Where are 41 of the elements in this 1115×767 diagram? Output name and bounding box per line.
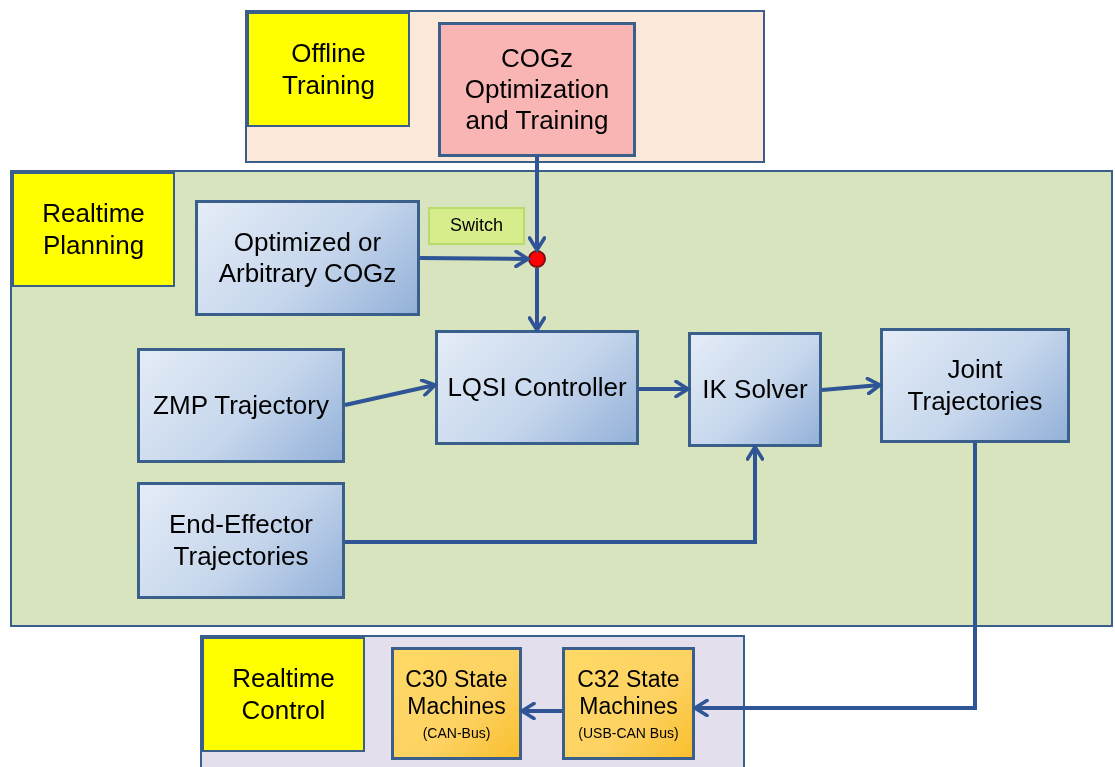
- node-label: IK Solver: [702, 373, 808, 406]
- node-label: Optimized or Arbitrary COGz: [217, 226, 398, 290]
- node-label: C32 State Machines: [576, 665, 681, 721]
- process-box: [562, 647, 695, 760]
- group-panel: [200, 635, 745, 767]
- node-label: ZMP Trajectory: [153, 389, 329, 422]
- node-label: Switch: [450, 215, 503, 237]
- arrow: [639, 379, 690, 399]
- process-box: [137, 482, 345, 599]
- arrow: [821, 376, 882, 396]
- node-sublabel: (USB-CAN Bus): [578, 724, 679, 742]
- group-panel: [245, 10, 765, 163]
- node-sublabel: (CAN-Bus): [422, 724, 491, 742]
- process-box: [137, 348, 345, 463]
- node-label: COGz Optimization and Training: [463, 42, 611, 137]
- heading-box: [202, 637, 365, 752]
- heading-box: [247, 12, 410, 127]
- process-box: [880, 328, 1070, 443]
- node-label: Realtime Control: [231, 663, 336, 726]
- process-box: [195, 200, 420, 316]
- node-label: Offline Training: [281, 38, 376, 101]
- arrow: [527, 157, 547, 252]
- node-label: Realtime Planning: [41, 198, 146, 261]
- node-label: End-Effector Trajectories: [167, 509, 314, 572]
- arrow: [520, 701, 562, 721]
- node-label: C30 State Machines: [404, 665, 509, 721]
- heading-box: [12, 172, 175, 287]
- process-box: [391, 647, 522, 760]
- arrow: [693, 443, 977, 718]
- junction-dot: [528, 250, 546, 268]
- node-label: Joint Trajectories: [906, 354, 1044, 417]
- process-box: [435, 330, 639, 445]
- arrow: [527, 268, 547, 332]
- group-panel: [10, 170, 1113, 627]
- node-label: LQSI Controller: [447, 371, 627, 404]
- switch-box: [428, 207, 525, 245]
- arrow: [345, 445, 765, 544]
- process-box: [688, 332, 822, 447]
- arrow: [344, 378, 437, 407]
- arrow: [419, 249, 530, 269]
- process-box: [438, 22, 636, 157]
